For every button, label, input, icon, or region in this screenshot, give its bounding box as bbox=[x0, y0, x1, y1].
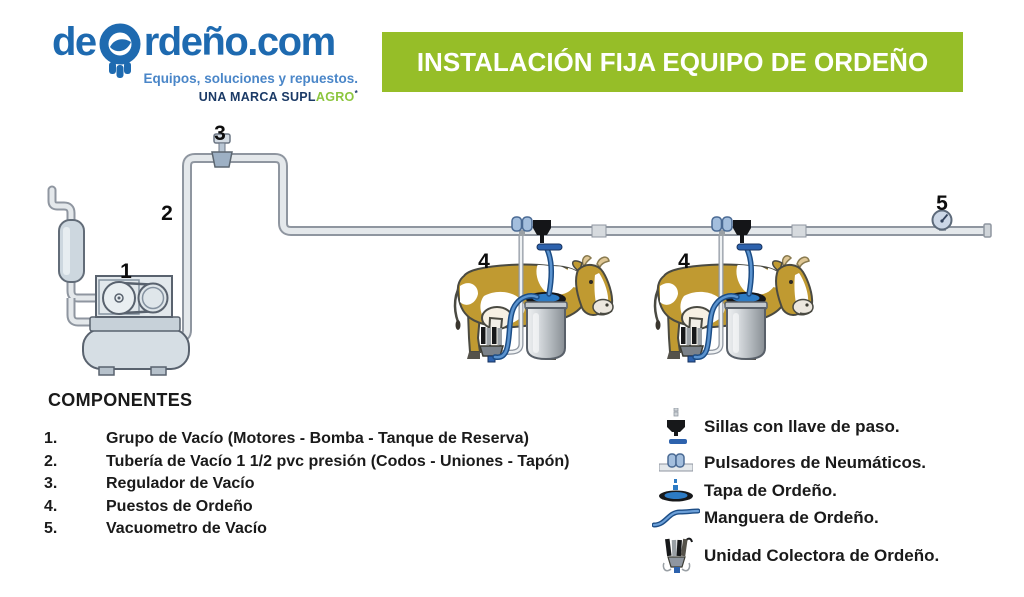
component-item-5: 5. Vacuometro de Vacío bbox=[40, 521, 660, 537]
component-text: Vacuometro de Vacío bbox=[106, 520, 267, 537]
tank-foot bbox=[150, 366, 167, 376]
component-text: Tubería de Vacío 1 1/2 pvc presión (Codo… bbox=[106, 452, 570, 470]
legend-label: Pulsadores de Neumáticos. bbox=[704, 453, 927, 472]
cow-horn bbox=[581, 255, 593, 266]
milking-hose-icon bbox=[648, 507, 704, 529]
brand-logo: de rdeño.com Equipos, soluciones y repue… bbox=[52, 22, 358, 104]
brand-de: de bbox=[52, 20, 97, 64]
component-number: 4. bbox=[44, 497, 58, 515]
component-number: 1. bbox=[44, 430, 58, 447]
brand-trademark: UNA MARCA SUPLAGRO* bbox=[52, 89, 358, 104]
pipe-union bbox=[591, 224, 607, 238]
label-2: 2 bbox=[161, 202, 173, 225]
exhaust-pipe bbox=[47, 185, 76, 233]
udder-o-icon bbox=[97, 22, 143, 87]
muffler bbox=[58, 219, 85, 283]
brand-tagline: Equipos, soluciones y repuestos. bbox=[143, 71, 358, 86]
legend-label: Sillas con llave de paso. bbox=[704, 417, 900, 436]
legend-label: Unidad Colectora de Ordeño. bbox=[704, 546, 940, 565]
legend-label: Tapa de Ordeño. bbox=[704, 481, 837, 500]
legend-item-lid: Tapa de Ordeño. bbox=[648, 478, 1020, 504]
legend-item-stopcock: Sillas con llave de paso. bbox=[648, 406, 1020, 448]
milking-station-1 bbox=[453, 216, 614, 363]
valve-handle bbox=[536, 243, 563, 251]
vacuum-pipeline bbox=[162, 153, 992, 342]
label-3: 3 bbox=[214, 122, 226, 145]
vacuum-gauge bbox=[931, 209, 953, 231]
cow-head bbox=[572, 255, 614, 316]
reserve-tank bbox=[82, 328, 190, 370]
component-text: Regulador de Vacío bbox=[106, 475, 255, 492]
label-4b: 4 bbox=[678, 250, 690, 273]
trademark-agro: AGRO bbox=[315, 90, 355, 105]
brand-rest: rdeño.com bbox=[143, 20, 336, 64]
cow-muzzle bbox=[592, 298, 614, 316]
pneumatic-pulsator-icon bbox=[648, 451, 704, 475]
pneumatic-pulsator bbox=[511, 216, 533, 236]
trademark-supl: SUPL bbox=[281, 90, 316, 105]
milking-lid-icon bbox=[648, 479, 704, 503]
legend-item-pulsator: Pulsadores de Neumáticos. bbox=[648, 449, 1020, 477]
component-text: Grupo de Vacío (Motores - Bomba - Tanque… bbox=[106, 430, 529, 447]
label-4a: 4 bbox=[478, 250, 490, 273]
pump-connector-pipes bbox=[66, 278, 102, 327]
component-item-3: 3. Regulador de Vacío bbox=[40, 476, 660, 492]
tank-foot bbox=[98, 366, 115, 376]
component-number: 3. bbox=[44, 475, 58, 492]
legend: Sillas con llave de paso. Pulsadores de … bbox=[648, 406, 1020, 575]
legend-item-collector: Unidad Colectora de Ordeño. bbox=[648, 537, 1020, 575]
label-5: 5 bbox=[936, 192, 948, 215]
component-text: Puestos de Ordeño bbox=[106, 497, 253, 515]
component-item-4: 4. Puestos de Ordeño bbox=[40, 497, 660, 515]
vacuum-regulator bbox=[211, 133, 233, 168]
pipe-union bbox=[791, 224, 807, 238]
pump-base-plate bbox=[89, 316, 181, 332]
milking-station-2 bbox=[655, 217, 813, 362]
legend-label: Manguera de Ordeño. bbox=[704, 508, 879, 527]
component-number: 2. bbox=[44, 452, 58, 470]
vacuum-pump-group bbox=[47, 185, 190, 376]
title-banner: INSTALACIÓN FIJA EQUIPO DE ORDEÑO bbox=[382, 32, 963, 92]
trademark-prefix: UNA MARCA bbox=[198, 90, 282, 105]
legend-item-hose: Manguera de Ordeño. bbox=[648, 505, 1020, 531]
component-number: 5. bbox=[44, 520, 58, 537]
label-1: 1 bbox=[120, 260, 132, 283]
stopcock-saddle-icon bbox=[648, 408, 704, 446]
stopcock-valve bbox=[533, 220, 563, 251]
component-item-1: 1. Grupo de Vacío (Motores - Bomba - Tan… bbox=[40, 431, 660, 447]
cow-horn bbox=[596, 256, 610, 269]
components-heading: COMPONENTES bbox=[48, 390, 193, 410]
component-item-2: 2. Tubería de Vacío 1 1/2 pvc presión (C… bbox=[40, 452, 660, 470]
trademark-star: * bbox=[354, 89, 358, 98]
components-list: COMPONENTES 1. Grupo de Vacío (Motores -… bbox=[40, 390, 660, 544]
collector-unit-icon bbox=[648, 536, 704, 576]
milk-can bbox=[524, 292, 568, 361]
pipe-end-cap bbox=[983, 223, 992, 238]
brand-wordmark: de rdeño.com bbox=[52, 22, 358, 87]
collector-unit bbox=[478, 327, 505, 363]
pulse-drop-tube bbox=[497, 233, 524, 356]
page-title: INSTALACIÓN FIJA EQUIPO DE ORDEÑO bbox=[416, 46, 929, 77]
cow-eye bbox=[589, 280, 593, 284]
